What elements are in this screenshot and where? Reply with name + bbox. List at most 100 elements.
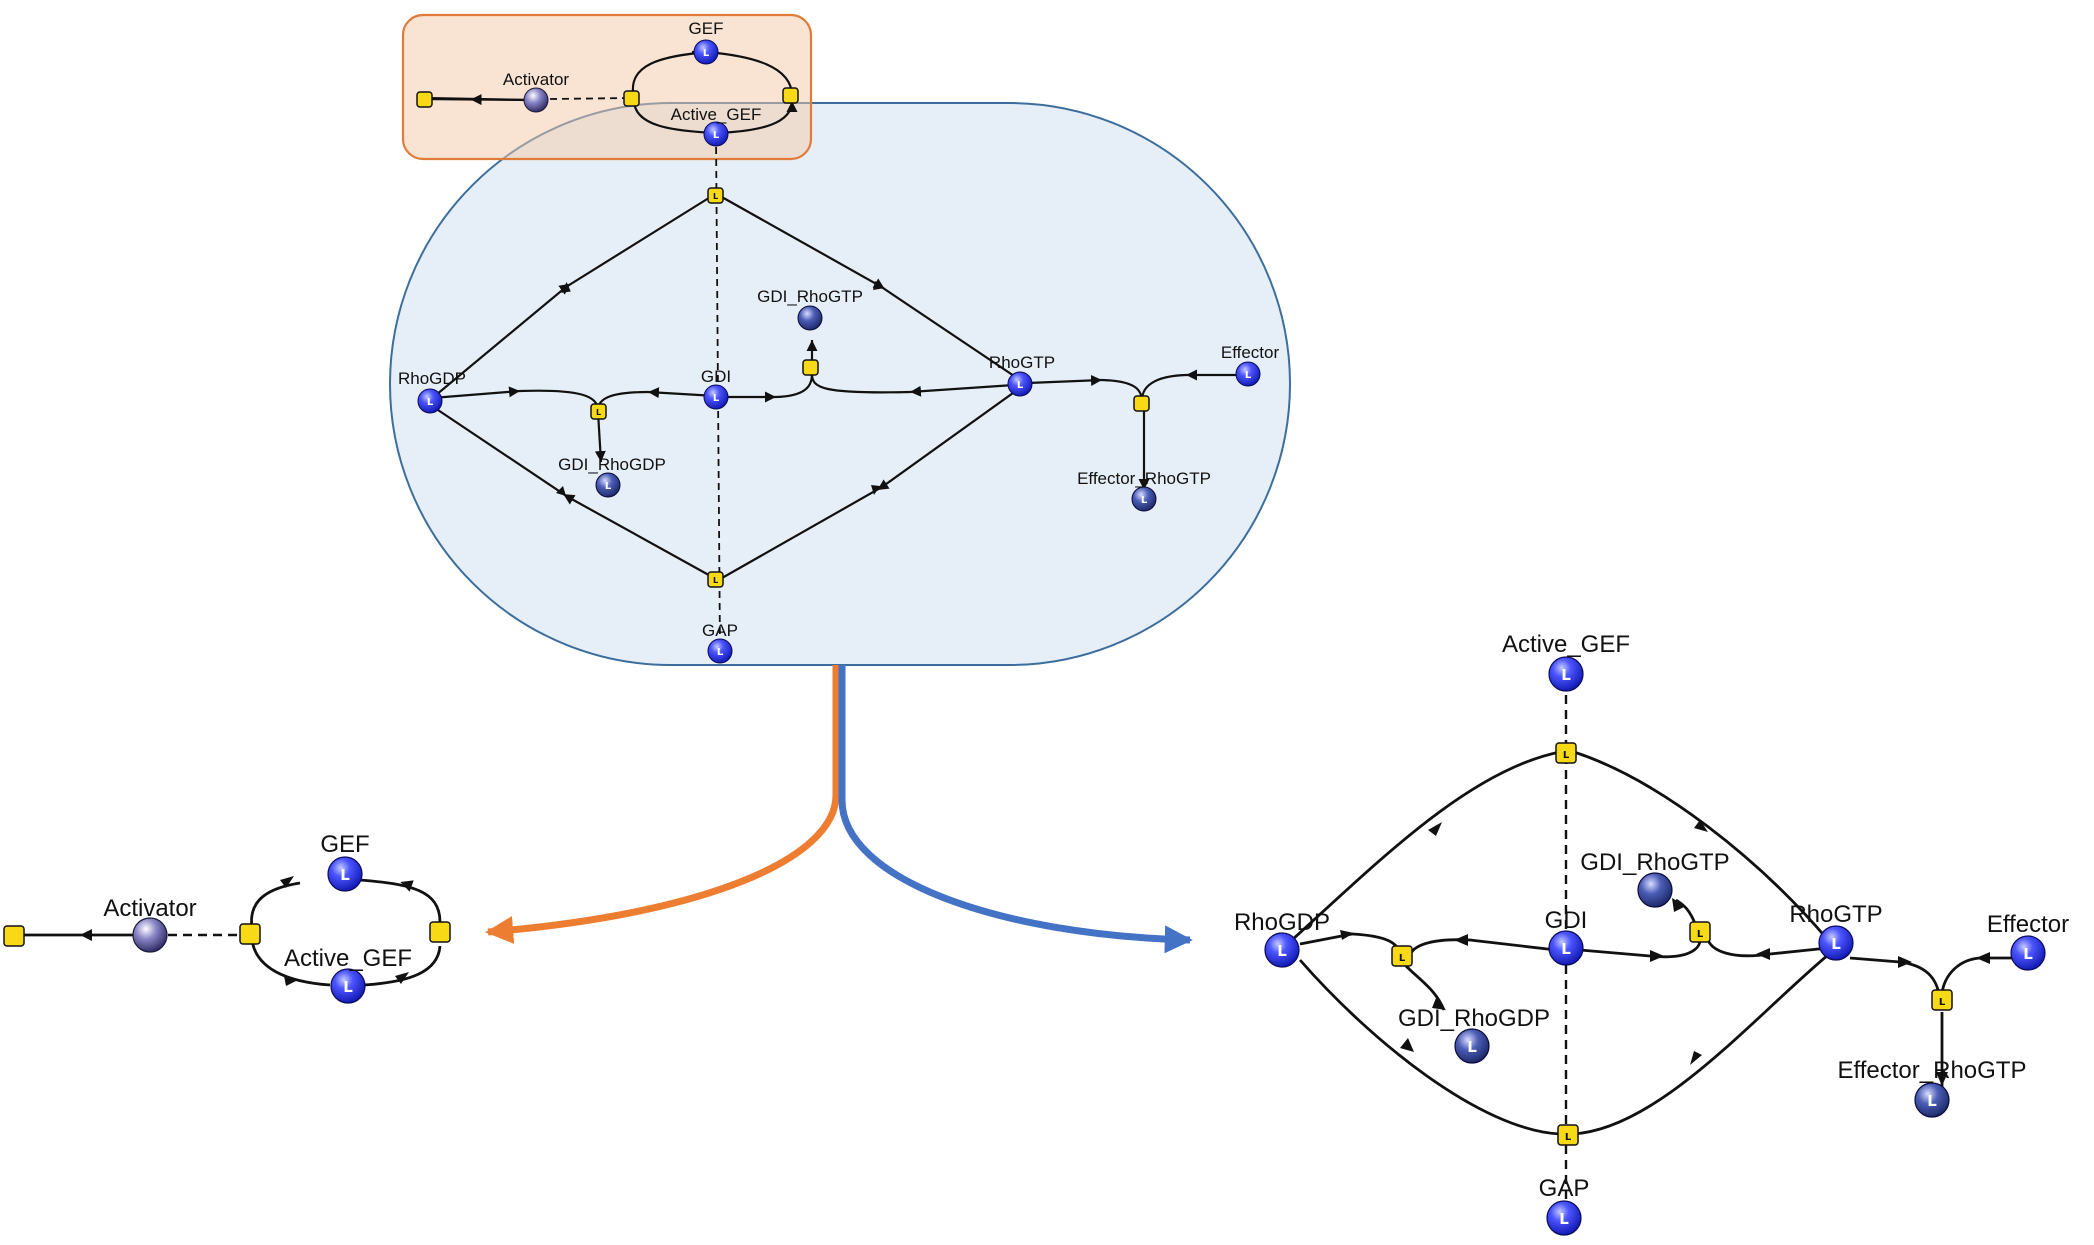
rhogdp-node — [417, 388, 443, 414]
gap-node — [707, 638, 733, 664]
species-marker: L — [713, 393, 720, 404]
gef-node — [327, 856, 363, 892]
gdi-node — [1548, 930, 1584, 966]
decomposition-arrows — [485, 665, 1193, 954]
species-marker: L — [2023, 945, 2033, 963]
gdi-rhogdp-binding-process — [590, 403, 607, 420]
rho-activation-process — [1555, 742, 1577, 764]
effector-binding-process — [1133, 395, 1150, 412]
rhogdp-label: RhoGDP — [1234, 909, 1330, 936]
orange-split-arrow — [485, 665, 840, 944]
gef-node — [693, 39, 719, 65]
cell-compartment — [389, 102, 1291, 666]
svg-text:L: L — [1563, 750, 1570, 761]
rho-inactivation-process — [1557, 1124, 1579, 1146]
gef-inactivation-process — [782, 87, 799, 104]
effector-node — [1235, 361, 1261, 387]
gdi-rhogtp-label: GDI_RhoGTP — [757, 287, 863, 306]
activator-degradation-process — [3, 925, 25, 947]
species-marker: L — [1141, 495, 1148, 506]
effector-rhogtp-label: Effector_RhoGTP — [1077, 469, 1211, 488]
activator-node — [523, 87, 549, 113]
effector-rhogtp-label: Effector_RhoGTP — [1838, 1057, 2027, 1084]
active-gef-node — [703, 121, 729, 147]
active-gef-node — [1548, 656, 1584, 692]
svg-text:L: L — [713, 576, 718, 585]
top-species-labels: Activator GEF Active_GEF RhoGDP GDI RhoG… — [398, 19, 1279, 640]
top-species-markers: L L L L L L L L L — [427, 48, 1252, 658]
species-marker: L — [1277, 942, 1287, 960]
rhogtp-label: RhoGTP — [1789, 901, 1882, 928]
species-marker: L — [1017, 380, 1024, 391]
gdi-label: GDI — [1545, 907, 1588, 934]
gdi-rhogtp-binding-process — [802, 359, 819, 376]
effector-node — [2010, 935, 2046, 971]
rho-activation-process — [707, 187, 724, 204]
rho-module-species — [1264, 656, 2046, 1236]
rhogdp-label: RhoGDP — [398, 369, 466, 388]
species-marker: L — [1467, 1038, 1477, 1056]
species-marker: L — [717, 647, 724, 658]
svg-text:L: L — [596, 408, 601, 417]
svg-text:L: L — [1939, 997, 1946, 1008]
activator-label: Activator — [503, 70, 569, 89]
gef-activation-process — [239, 923, 261, 945]
gap-label: GAP — [702, 621, 738, 640]
top-process-nodes — [416, 87, 1150, 588]
gdi-node — [703, 384, 729, 410]
gef-module-processes — [3, 921, 451, 947]
species-marker: L — [1245, 370, 1252, 381]
species-marker: L — [1927, 1092, 1937, 1110]
rho-module-species-markers: L L L L L L L L — [1277, 666, 2033, 1228]
species-marker: L — [1559, 1210, 1569, 1228]
effector-label: Effector — [1221, 343, 1280, 362]
activator-node — [132, 917, 168, 953]
gdi-label: GDI — [701, 367, 731, 386]
species-marker: L — [703, 48, 710, 59]
gap-node — [1546, 1200, 1582, 1236]
species-marker: L — [1561, 666, 1571, 684]
species-marker: L — [1831, 935, 1841, 953]
species-marker: L — [340, 866, 350, 884]
rhogtp-node — [1818, 925, 1854, 961]
rho-inactivation-process — [707, 571, 724, 588]
rho-module-process-markers: L L L L L — [1399, 750, 1946, 1143]
gdi-rhogtp-node — [797, 305, 823, 331]
rhogtp-label: RhoGTP — [989, 353, 1055, 372]
svg-text:L: L — [1399, 953, 1406, 964]
gdi-rhogdp-binding-process — [1391, 945, 1413, 967]
gdi-rhogdp-label: GDI_RhoGDP — [1398, 1005, 1550, 1032]
gef-activation-submodel-box — [401, 13, 813, 161]
gef-inactivation-process — [429, 921, 451, 943]
top-species — [417, 39, 1261, 664]
gef-label: GEF — [320, 831, 369, 858]
effector-label: Effector — [1987, 911, 2069, 938]
gef-module-edges — [24, 876, 442, 987]
effector-binding-process — [1931, 989, 1953, 1011]
svg-text:L: L — [1565, 1132, 1572, 1143]
top-process-markers: L L L — [596, 192, 718, 585]
rho-module-processes — [1391, 742, 1953, 1146]
species-marker: L — [1561, 940, 1571, 958]
species-marker: L — [605, 481, 612, 492]
rhogdp-node — [1264, 932, 1300, 968]
active-gef-label: Active_GEF — [671, 105, 762, 124]
rhogtp-node — [1007, 371, 1033, 397]
species-marker: L — [343, 978, 353, 996]
rho-module-edges — [1291, 680, 2020, 1208]
active-gef-label: Active_GEF — [284, 945, 412, 972]
activator-degradation-process — [416, 91, 433, 108]
gap-label: GAP — [1539, 1175, 1590, 1202]
effector-rhogtp-node — [1914, 1082, 1950, 1118]
rho-module-labels: Active_GEF RhoGDP GDI RhoGTP GDI_RhoGTP … — [1234, 631, 2069, 1202]
effector-rhogtp-node — [1131, 486, 1157, 512]
activator-label: Activator — [103, 895, 196, 922]
top-edge-arrowheads — [556, 281, 885, 496]
top-network-edges — [424, 46, 1244, 651]
svg-text:L: L — [713, 192, 718, 201]
gdi-rhogtp-binding-process — [1689, 921, 1711, 943]
gdi-rhogdp-label: GDI_RhoGDP — [558, 455, 666, 474]
svg-text:L: L — [1697, 929, 1704, 940]
species-marker: L — [713, 130, 720, 141]
